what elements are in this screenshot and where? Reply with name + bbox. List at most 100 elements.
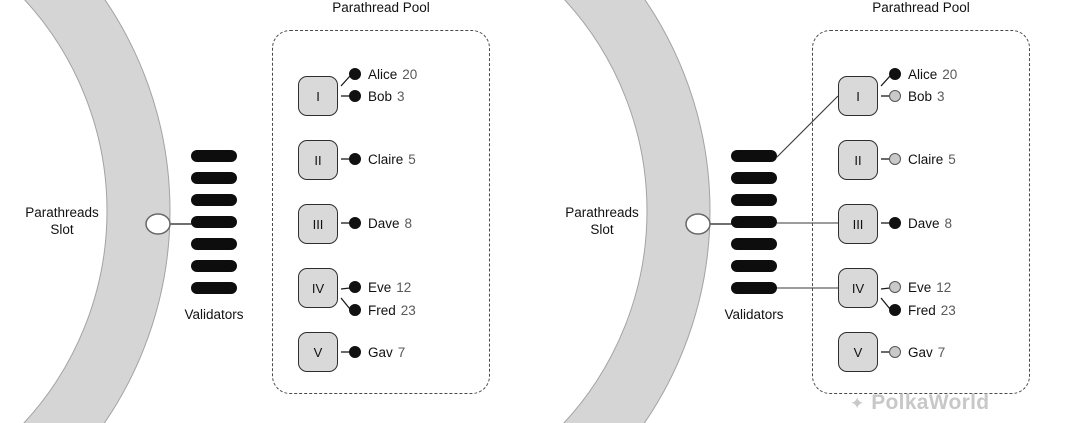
validator-bar — [731, 260, 777, 272]
pool-slot-box-IV: IV — [838, 268, 878, 308]
entry-alice: Alice 20 — [349, 65, 417, 83]
stake-dot — [349, 281, 361, 293]
entry-dave: Dave 8 — [349, 214, 412, 232]
parathread-pool-box — [812, 30, 1030, 394]
entry-value: 12 — [396, 279, 412, 295]
entry-name: Dave — [908, 215, 940, 231]
parathreads-slot-label-line2: Slot — [50, 222, 74, 237]
pool-box-numeral: V — [313, 344, 323, 360]
entry-name: Eve — [908, 279, 932, 295]
entry-name: Alice — [368, 66, 398, 82]
box-I-dot-line — [340, 75, 351, 87]
parathreads-slot-label: Parathreads Slot — [546, 204, 658, 238]
entry-name: Fred — [368, 302, 396, 318]
pool-slot-box-III: III — [298, 204, 338, 244]
entry-value: 3 — [397, 88, 405, 104]
validator-bar — [731, 238, 777, 250]
entry-eve: Eve 12 — [889, 278, 951, 296]
parathread-slot-marker — [685, 213, 711, 235]
entry-name: Bob — [908, 88, 933, 104]
entry-value: 20 — [942, 66, 958, 82]
entry-fred: Fred 23 — [349, 301, 416, 319]
watermark: ✦ PolkaWorld — [850, 391, 989, 415]
entry-gav: Gav 7 — [889, 343, 945, 361]
validator-bar — [191, 150, 237, 162]
diagram-parathread-pool-after: Parathreads Slot Validators Parathread P… — [540, 0, 1080, 423]
validator-bar — [731, 194, 777, 206]
pool-slot-box-III: III — [838, 204, 878, 244]
pool-slot-box-V: V — [298, 332, 338, 372]
pool-slot-box-IV: IV — [298, 268, 338, 308]
validators-label: Validators — [724, 307, 784, 322]
entry-value: 23 — [400, 302, 416, 318]
entry-name: Claire — [368, 151, 404, 167]
entry-fred: Fred 23 — [889, 301, 956, 319]
entry-name: Gav — [908, 344, 933, 360]
polkaworld-logo-icon: ✦ — [850, 393, 865, 413]
stake-dot — [889, 217, 901, 229]
entry-value: 23 — [940, 302, 956, 318]
box-IV-dot-line — [880, 287, 891, 290]
pool-box-numeral: IV — [851, 280, 865, 296]
validator-bar — [191, 238, 237, 250]
parathread-pool-box — [272, 30, 490, 394]
box-I-dot-line — [880, 75, 891, 87]
validators-to-box-I-line — [776, 95, 839, 158]
parathread-pool-title: Parathread Pool — [872, 0, 970, 15]
entry-name: Dave — [368, 215, 400, 231]
validators-label: Validators — [184, 307, 244, 322]
pool-box-numeral: II — [854, 152, 862, 168]
entry-name: Alice — [908, 66, 938, 82]
relay-ring-graphic — [563, 0, 891, 423]
ring-inner-edge — [563, 0, 648, 423]
entry-alice: Alice 20 — [889, 65, 957, 83]
pool-box-numeral: II — [314, 152, 322, 168]
ring-inner-edge — [23, 0, 108, 423]
entry-value: 8 — [944, 215, 953, 231]
entry-value: 3 — [937, 88, 945, 104]
pool-slot-box-I: I — [838, 76, 878, 116]
validator-bar — [731, 150, 777, 162]
stake-dot — [349, 153, 361, 165]
box-IV-dot-line — [340, 297, 351, 310]
watermark-text: PolkaWorld — [871, 391, 990, 414]
box-IV-dot-line — [340, 287, 351, 290]
entry-bob: Bob 3 — [889, 87, 945, 105]
entry-value: 20 — [402, 66, 418, 82]
parathread-pool-title: Parathread Pool — [332, 0, 430, 15]
stake-dot — [349, 68, 361, 80]
stake-dot — [349, 90, 361, 102]
entry-bob: Bob 3 — [349, 87, 405, 105]
entry-value: 7 — [937, 344, 946, 360]
entry-name: Claire — [908, 151, 944, 167]
ring-outer-edge — [643, 0, 711, 423]
relay-ring-graphic — [23, 0, 351, 423]
parathreads-slot-label-line2: Slot — [590, 222, 614, 237]
entry-eve: Eve 12 — [349, 278, 411, 296]
pool-slot-box-II: II — [838, 140, 878, 180]
parathreads-slot-label: Parathreads Slot — [6, 204, 118, 238]
entry-value: 8 — [404, 215, 413, 231]
pool-box-numeral: V — [853, 344, 863, 360]
validator-bar — [191, 194, 237, 206]
validator-bar — [731, 172, 777, 184]
entry-value: 12 — [936, 279, 952, 295]
entry-claire: Claire 5 — [889, 150, 956, 168]
diagram-parathread-pool-before: Parathreads Slot Validators Parathread P… — [6, 0, 490, 423]
pool-box-numeral: IV — [311, 280, 325, 296]
stake-dot — [889, 153, 901, 165]
entry-name: Fred — [908, 302, 936, 318]
relay-chain-ring — [563, 0, 710, 423]
stake-dot — [349, 217, 361, 229]
validator-bar — [191, 282, 237, 294]
pool-box-numeral: I — [856, 88, 860, 104]
stake-dot — [889, 346, 901, 358]
pool-box-numeral: III — [852, 216, 864, 232]
ring-outer-edge — [103, 0, 171, 423]
pool-box-numeral: III — [312, 216, 324, 232]
validator-bar — [191, 216, 237, 228]
parathreads-slot-label-line1: Parathreads — [565, 205, 639, 220]
validator-bar — [191, 260, 237, 272]
stake-dot — [889, 90, 901, 102]
entry-value: 5 — [948, 151, 956, 167]
